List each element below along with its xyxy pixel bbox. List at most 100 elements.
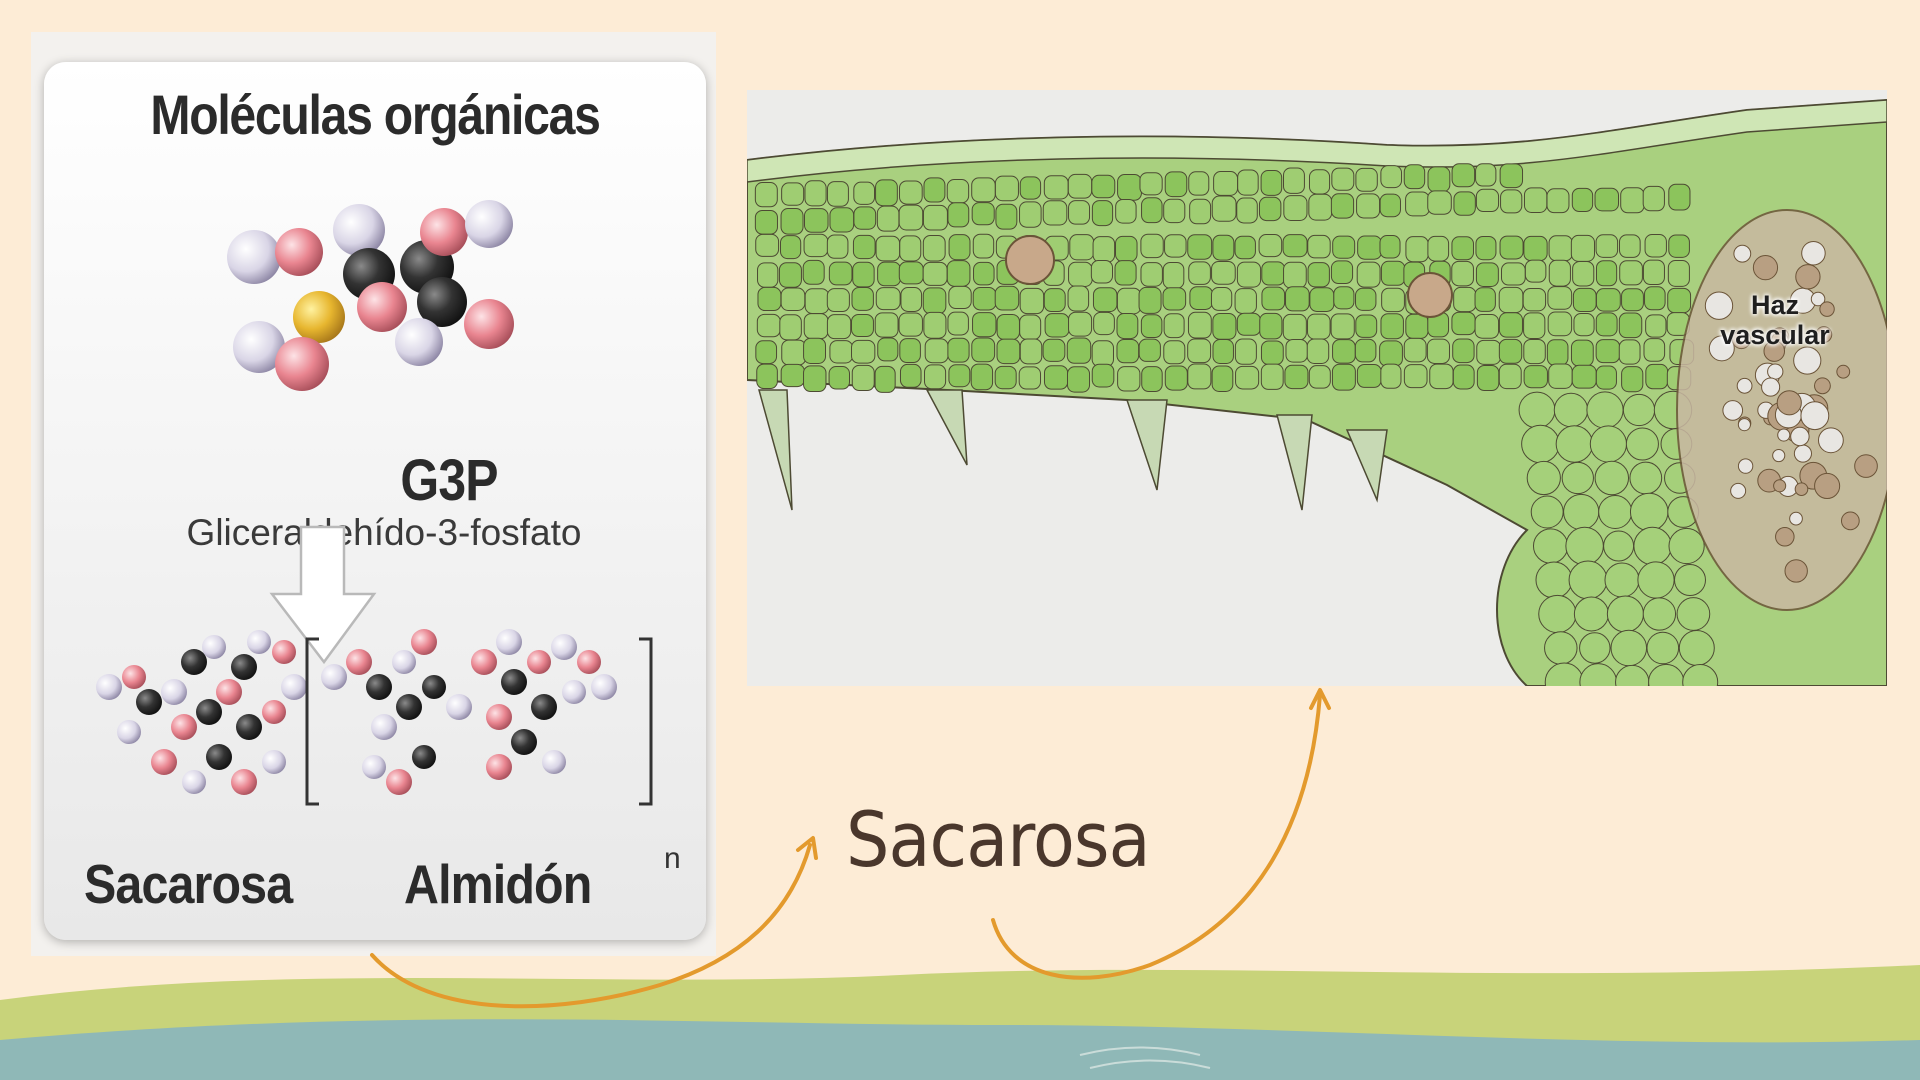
mesophyll-cell xyxy=(1115,235,1138,263)
mesophyll-cell xyxy=(1211,261,1236,285)
vascular-cell xyxy=(1854,454,1878,478)
mesophyll-cell xyxy=(1019,201,1042,228)
mesophyll-cell xyxy=(1451,236,1474,261)
mesophyll-cell xyxy=(1523,235,1548,262)
mesophyll-cell xyxy=(1234,338,1257,365)
mesophyll-cell xyxy=(1114,260,1137,286)
vascular-cell xyxy=(1731,329,1752,350)
trichomes xyxy=(758,389,1388,511)
vascular-cell xyxy=(1722,400,1744,421)
mesophyll-cell xyxy=(1091,363,1115,388)
mesophyll-cell xyxy=(1548,259,1571,287)
vascular-cell xyxy=(1815,326,1833,343)
mesophyll-cell xyxy=(781,339,807,366)
mesophyll-cell xyxy=(1090,260,1114,284)
mesophyll-cell xyxy=(1379,193,1401,218)
mesophyll-cell xyxy=(1117,366,1141,392)
mesophyll-cell xyxy=(1403,364,1428,389)
mesophyll-cell xyxy=(1188,261,1211,285)
mesophyll-cell xyxy=(1116,312,1139,340)
mesophyll-cell xyxy=(1403,164,1426,190)
mesophyll-cell xyxy=(1068,311,1093,337)
mesophyll-cell xyxy=(1285,286,1310,312)
mesophyll-cell xyxy=(1586,391,1624,429)
mesophyll-cell xyxy=(1452,338,1475,364)
mesophyll-cell xyxy=(1405,313,1429,339)
mesophyll-cell xyxy=(1476,364,1500,392)
mesophyll-cell xyxy=(1069,234,1095,261)
down-arrow xyxy=(269,525,377,665)
mesophyll-cell xyxy=(874,312,899,338)
mesophyll-cell xyxy=(971,337,996,363)
sucrose-molecule xyxy=(96,630,307,795)
mesophyll-cell xyxy=(1475,262,1499,287)
mesophyll-cell xyxy=(1571,364,1597,389)
mesophyll-cell xyxy=(994,175,1019,202)
mesophyll-cell xyxy=(1042,200,1068,226)
mesophyll-cell xyxy=(803,337,827,364)
mesophyll-cell xyxy=(1500,262,1526,286)
mesophyll-cell xyxy=(1500,189,1523,214)
vascular-cell xyxy=(1776,390,1802,416)
mesophyll-cell xyxy=(970,363,994,391)
vascular-cell xyxy=(1708,335,1735,362)
mesophyll-cell xyxy=(1091,200,1114,227)
mesophyll-cell xyxy=(996,313,1020,341)
mesophyll-cell xyxy=(1451,311,1476,336)
vascular-cell xyxy=(1789,511,1803,526)
mesophyll-cell xyxy=(1604,562,1640,598)
mesophyll-cell xyxy=(1308,365,1331,389)
mesophyll-cell xyxy=(1429,363,1454,390)
mesophyll-cell xyxy=(899,235,922,262)
mesophyll-cell xyxy=(1526,460,1561,496)
mesophyll-cell xyxy=(1427,190,1452,215)
mesophyll-cell xyxy=(1548,363,1573,389)
mesophyll-cell xyxy=(923,311,947,339)
mesophyll-cell xyxy=(1235,365,1260,390)
mesophyll-cell xyxy=(1091,174,1116,199)
organic-molecules-card: Moléculas orgánicas xyxy=(44,62,706,940)
upper-epidermis xyxy=(747,99,1887,183)
mesophyll-cell xyxy=(1451,260,1474,287)
vascular-cell xyxy=(1814,472,1841,500)
mesophyll-cell xyxy=(973,261,995,286)
mesophyll-cell xyxy=(778,262,802,288)
mesophyll-cell xyxy=(1405,191,1430,217)
mesophyll-cell xyxy=(804,180,827,207)
mesophyll-cell xyxy=(1306,338,1330,364)
mesophyll-cell xyxy=(1498,312,1523,338)
mesophyll-cell xyxy=(1474,287,1496,312)
mesophyll-cell xyxy=(922,287,947,315)
mesophyll-cell xyxy=(947,311,969,336)
g3p-molecule xyxy=(227,200,514,391)
mesophyll-cell xyxy=(1499,235,1524,260)
mesophyll-cell xyxy=(1333,286,1355,310)
vascular-cell xyxy=(1840,511,1860,531)
mesophyll-cell xyxy=(1573,313,1595,337)
mesophyll-cell xyxy=(1187,363,1212,390)
mesophyll-cell xyxy=(922,234,946,262)
vascular-cell xyxy=(1836,364,1851,379)
mesophyll-cell xyxy=(1258,234,1283,258)
card-title: Moléculas orgánicas xyxy=(150,83,601,146)
mesophyll-cell xyxy=(1092,236,1116,263)
vascular-cell xyxy=(1733,244,1752,263)
mesophyll-cell xyxy=(1332,339,1356,364)
mesophyll-cell xyxy=(995,203,1018,230)
mesophyll-cell xyxy=(1355,287,1377,311)
mesophyll-cell xyxy=(1164,365,1188,391)
mesophyll-cell xyxy=(1140,233,1164,259)
mesophyll-cell xyxy=(1043,175,1069,200)
mesophyll-cell xyxy=(756,313,781,338)
mesophyll-cell xyxy=(1595,234,1619,258)
mesophyll-cell xyxy=(1283,261,1307,289)
mesophyll-cell xyxy=(1427,166,1451,193)
mesophyll-cell xyxy=(1116,339,1140,364)
mesophyll-cell xyxy=(1066,337,1092,364)
mesophyll-cell xyxy=(1629,461,1663,495)
mesophyll-cell xyxy=(1283,167,1305,194)
mesophyll-cell xyxy=(1579,632,1611,664)
mesophyll-cell xyxy=(1521,424,1560,464)
mesophyll-cell xyxy=(1595,260,1618,287)
mesophyll-cell xyxy=(1572,260,1595,287)
